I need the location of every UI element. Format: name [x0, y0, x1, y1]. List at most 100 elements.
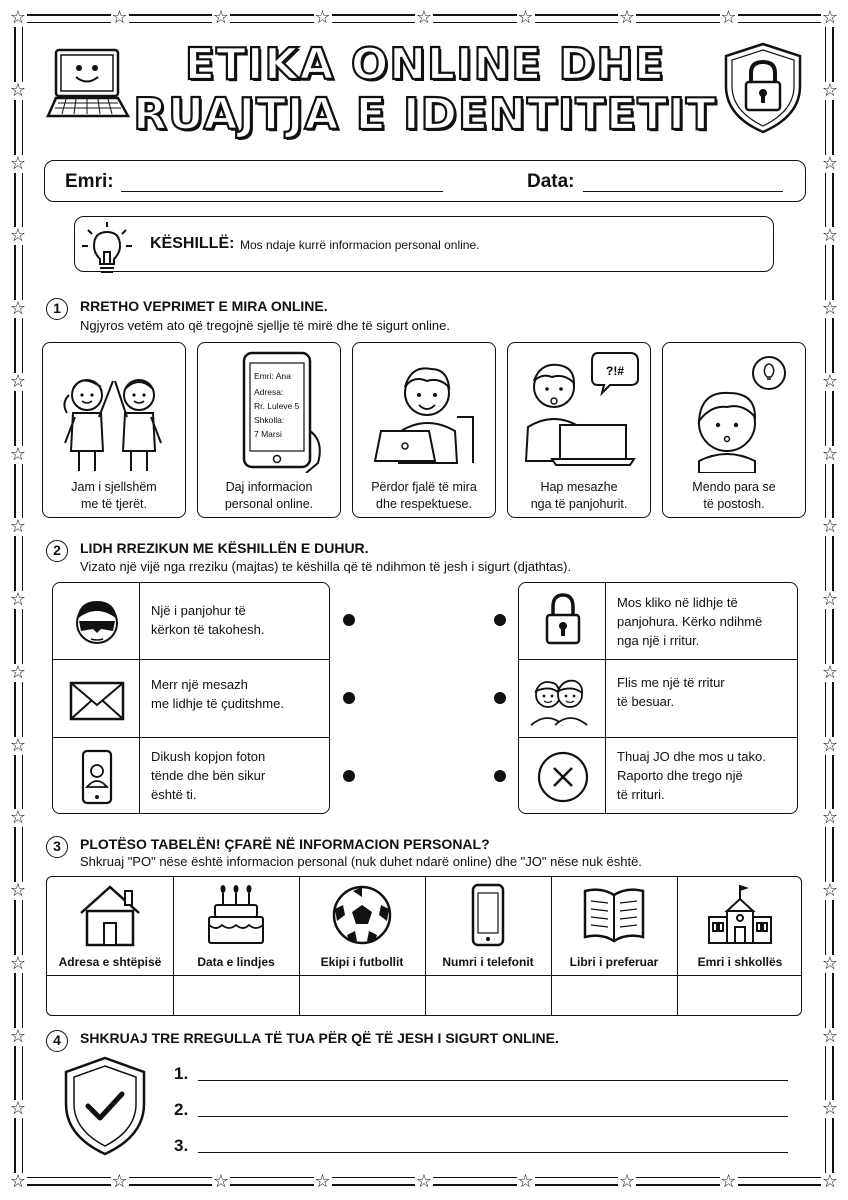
card-share-personal-info[interactable]: Emri: Ana Adresa: Rr. Luleve 5 Shkolla: … [197, 342, 341, 518]
star-icon: ☆ [313, 7, 332, 28]
tip-label: KËSHILLË: [150, 235, 235, 252]
envelope-icon [69, 681, 125, 721]
table-header-school-name: Emri i shkollës [697, 955, 783, 969]
star-icon: ☆ [821, 589, 839, 610]
advice-text-say-no: Thuaj JO dhe mos u tako.Raporto dhe treg… [617, 749, 766, 802]
rule-line-2[interactable] [198, 1116, 788, 1117]
star-icon: ☆ [9, 1025, 27, 1047]
answer-cell[interactable] [299, 976, 425, 1015]
name-label: Emri: [65, 171, 114, 192]
star-icon: ☆ [9, 152, 27, 174]
x-circle-icon [537, 751, 589, 803]
card-caption: Përdor fjalë të mira dhe respektuese. [371, 480, 477, 511]
star-icon: ☆ [9, 880, 27, 901]
section-1-title: RRETHO VEPRIMET E MIRA ONLINE. [80, 298, 328, 314]
star-icon: ☆ [821, 225, 839, 247]
star-icon: ☆ [821, 79, 839, 101]
title-line-2: RUAJTJA E IDENTITETIT [132, 88, 717, 140]
star-icon: ☆ [618, 7, 636, 28]
advice-dot-2[interactable] [494, 692, 506, 704]
risk-dot-3[interactable] [343, 770, 355, 782]
school-building-icon [708, 885, 772, 944]
card-caption: Jam i sjellshëm me të tjerët. [71, 480, 157, 511]
phone-text-line: Adresa: [254, 387, 283, 397]
card-polite-with-others[interactable]: Jam i sjellshëm me të tjerët. [42, 342, 186, 518]
personal-info-table: Adresa e shtëpisë Data e lindjes Ekipi i… [46, 876, 802, 1016]
star-icon: ☆ [821, 1171, 839, 1192]
section-4-number: 4 [46, 1030, 68, 1052]
star-icon: ☆ [9, 516, 27, 538]
laptop-icon [46, 48, 130, 118]
star-icon: ☆ [618, 1171, 636, 1192]
star-icon: ☆ [821, 1098, 839, 1120]
masked-stranger-icon [76, 601, 118, 644]
house-icon [80, 885, 140, 947]
boy-at-laptop-icon [373, 367, 474, 464]
star-icon: ☆ [516, 1171, 535, 1192]
card-caption: Hap mesazhe nga të panjohurit. [530, 480, 628, 511]
answer-cell[interactable] [425, 976, 551, 1015]
star-icon: ☆ [719, 7, 738, 28]
card-open-stranger-messages[interactable]: ?!# Hap mesazhe nga të panjohurit. [507, 342, 651, 518]
soccer-ball-icon [332, 885, 392, 945]
rule-line-1[interactable] [198, 1080, 788, 1081]
answer-cell[interactable] [677, 976, 803, 1015]
star-icon: ☆ [821, 734, 839, 756]
star-icon: ☆ [415, 7, 433, 28]
star-icon: ☆ [821, 443, 839, 465]
section-2-title: LIDH RREZIKUN ME KËSHILLËN E DUHUR. [80, 540, 369, 556]
name-field[interactable] [121, 191, 443, 192]
phone-text-line: Shkolla: [254, 415, 284, 425]
star-icon: ☆ [821, 152, 839, 174]
rule-line-3[interactable] [198, 1152, 788, 1153]
phone-with-info-icon: Emri: Ana Adresa: Rr. Luleve 5 Shkolla: … [242, 351, 321, 473]
advice-dot-3[interactable] [494, 770, 506, 782]
star-icon: ☆ [110, 7, 129, 28]
risk-dot-2[interactable] [343, 692, 355, 704]
phone-text-line: 7 Marsi [254, 429, 282, 439]
shield-check-icon [64, 1056, 146, 1156]
advice-dot-1[interactable] [494, 614, 506, 626]
risk-dot-1[interactable] [343, 614, 355, 626]
card-use-kind-words[interactable]: Përdor fjalë të mira dhe respektuese. [352, 342, 496, 518]
answer-cell[interactable] [551, 976, 677, 1015]
answer-cell[interactable] [173, 976, 299, 1015]
answer-cell[interactable] [47, 976, 173, 1015]
mobile-phone-icon [471, 883, 505, 947]
lightbulb-icon [82, 222, 132, 273]
section-3-title: PLOTËSO TABELËN! ÇFARË NË INFORMACION PE… [80, 836, 490, 852]
phone-text-line: Rr. Luleve 5 [254, 401, 300, 411]
star-icon: ☆ [821, 298, 839, 319]
table-header-football-team: Ekipi i futbollit [320, 955, 404, 969]
phone-text-line: Emri: Ana [254, 371, 291, 381]
star-icon: ☆ [9, 734, 27, 756]
section-3-number: 3 [46, 836, 68, 858]
star-icon: ☆ [415, 1171, 433, 1192]
star-icon: ☆ [110, 1171, 129, 1192]
two-kids-icon [530, 679, 588, 726]
star-icon: ☆ [9, 79, 27, 101]
star-icon: ☆ [821, 1025, 839, 1047]
star-icon: ☆ [9, 298, 27, 319]
section-1-subtitle: Ngjyros vetëm ato që tregojnë sjellje të… [80, 318, 450, 333]
open-book-icon [583, 888, 645, 943]
phone-profile-icon [81, 749, 113, 805]
star-icon: ☆ [821, 516, 839, 538]
shield-lock-icon [724, 42, 802, 134]
speech-bubble-text: ?!# [606, 364, 624, 378]
date-field[interactable] [583, 191, 783, 192]
star-icon: ☆ [9, 661, 27, 683]
padlock-icon [545, 593, 581, 645]
star-icon: ☆ [9, 952, 27, 974]
star-icon: ☆ [821, 880, 839, 901]
star-icon: ☆ [9, 225, 27, 247]
rule-number-3: 3. [174, 1136, 189, 1155]
star-icon: ☆ [9, 370, 27, 392]
card-think-before-posting[interactable]: Mendo para se të postosh. [662, 342, 806, 518]
star-icon: ☆ [516, 7, 535, 28]
